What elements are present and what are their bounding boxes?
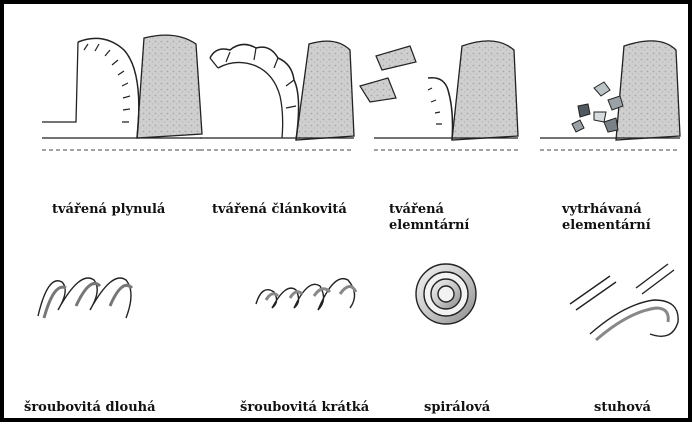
chip-fragment bbox=[360, 78, 396, 102]
cutting-tool bbox=[616, 41, 680, 140]
chip-label-torn-2: elementární bbox=[562, 218, 651, 234]
chip-label-ribbon: stuhová bbox=[594, 400, 651, 416]
panel-elementary-formed-chip bbox=[360, 41, 518, 150]
spiral-chip bbox=[416, 264, 476, 324]
helical-long-chip bbox=[38, 278, 132, 318]
panel-segmented-chip bbox=[200, 41, 354, 150]
chip-fragment bbox=[594, 112, 606, 122]
chip-serrations bbox=[84, 44, 130, 122]
chip-label-helical-long: šroubovitá dlouhá bbox=[24, 400, 156, 416]
workpiece-edge bbox=[42, 42, 78, 122]
chip-fragment bbox=[578, 104, 590, 117]
cutting-tool bbox=[296, 41, 354, 140]
ribbon-chip bbox=[570, 264, 678, 340]
chip-fragment bbox=[594, 82, 610, 96]
chip bbox=[78, 38, 139, 138]
chip-label-continuous: tvářená plynulá bbox=[52, 202, 165, 218]
chip-label-elementary-formed-2: elemntární bbox=[389, 218, 469, 234]
chip-segment-lines bbox=[226, 48, 296, 108]
chip-inner-edge bbox=[218, 62, 283, 138]
chip-label-spiral: spirálová bbox=[424, 400, 490, 416]
helical-short-chip bbox=[256, 279, 356, 310]
chip-label-elementary-formed-1: tvářená bbox=[389, 202, 444, 218]
chip-fragment bbox=[376, 46, 416, 70]
chip-label-helical-short: šroubovitá krátká bbox=[240, 400, 369, 416]
cutting-tool bbox=[452, 41, 518, 140]
chip-label-torn-1: vytrhávaná bbox=[562, 202, 642, 218]
panel-torn-chip bbox=[540, 41, 680, 150]
chip bbox=[428, 78, 453, 140]
chip-label-segmented: tvářená článkovitá bbox=[212, 202, 347, 218]
chip-fragment bbox=[604, 118, 618, 132]
cutting-tool bbox=[137, 35, 202, 138]
chip-fragment bbox=[572, 120, 584, 132]
panel-continuous-chip bbox=[42, 35, 202, 150]
